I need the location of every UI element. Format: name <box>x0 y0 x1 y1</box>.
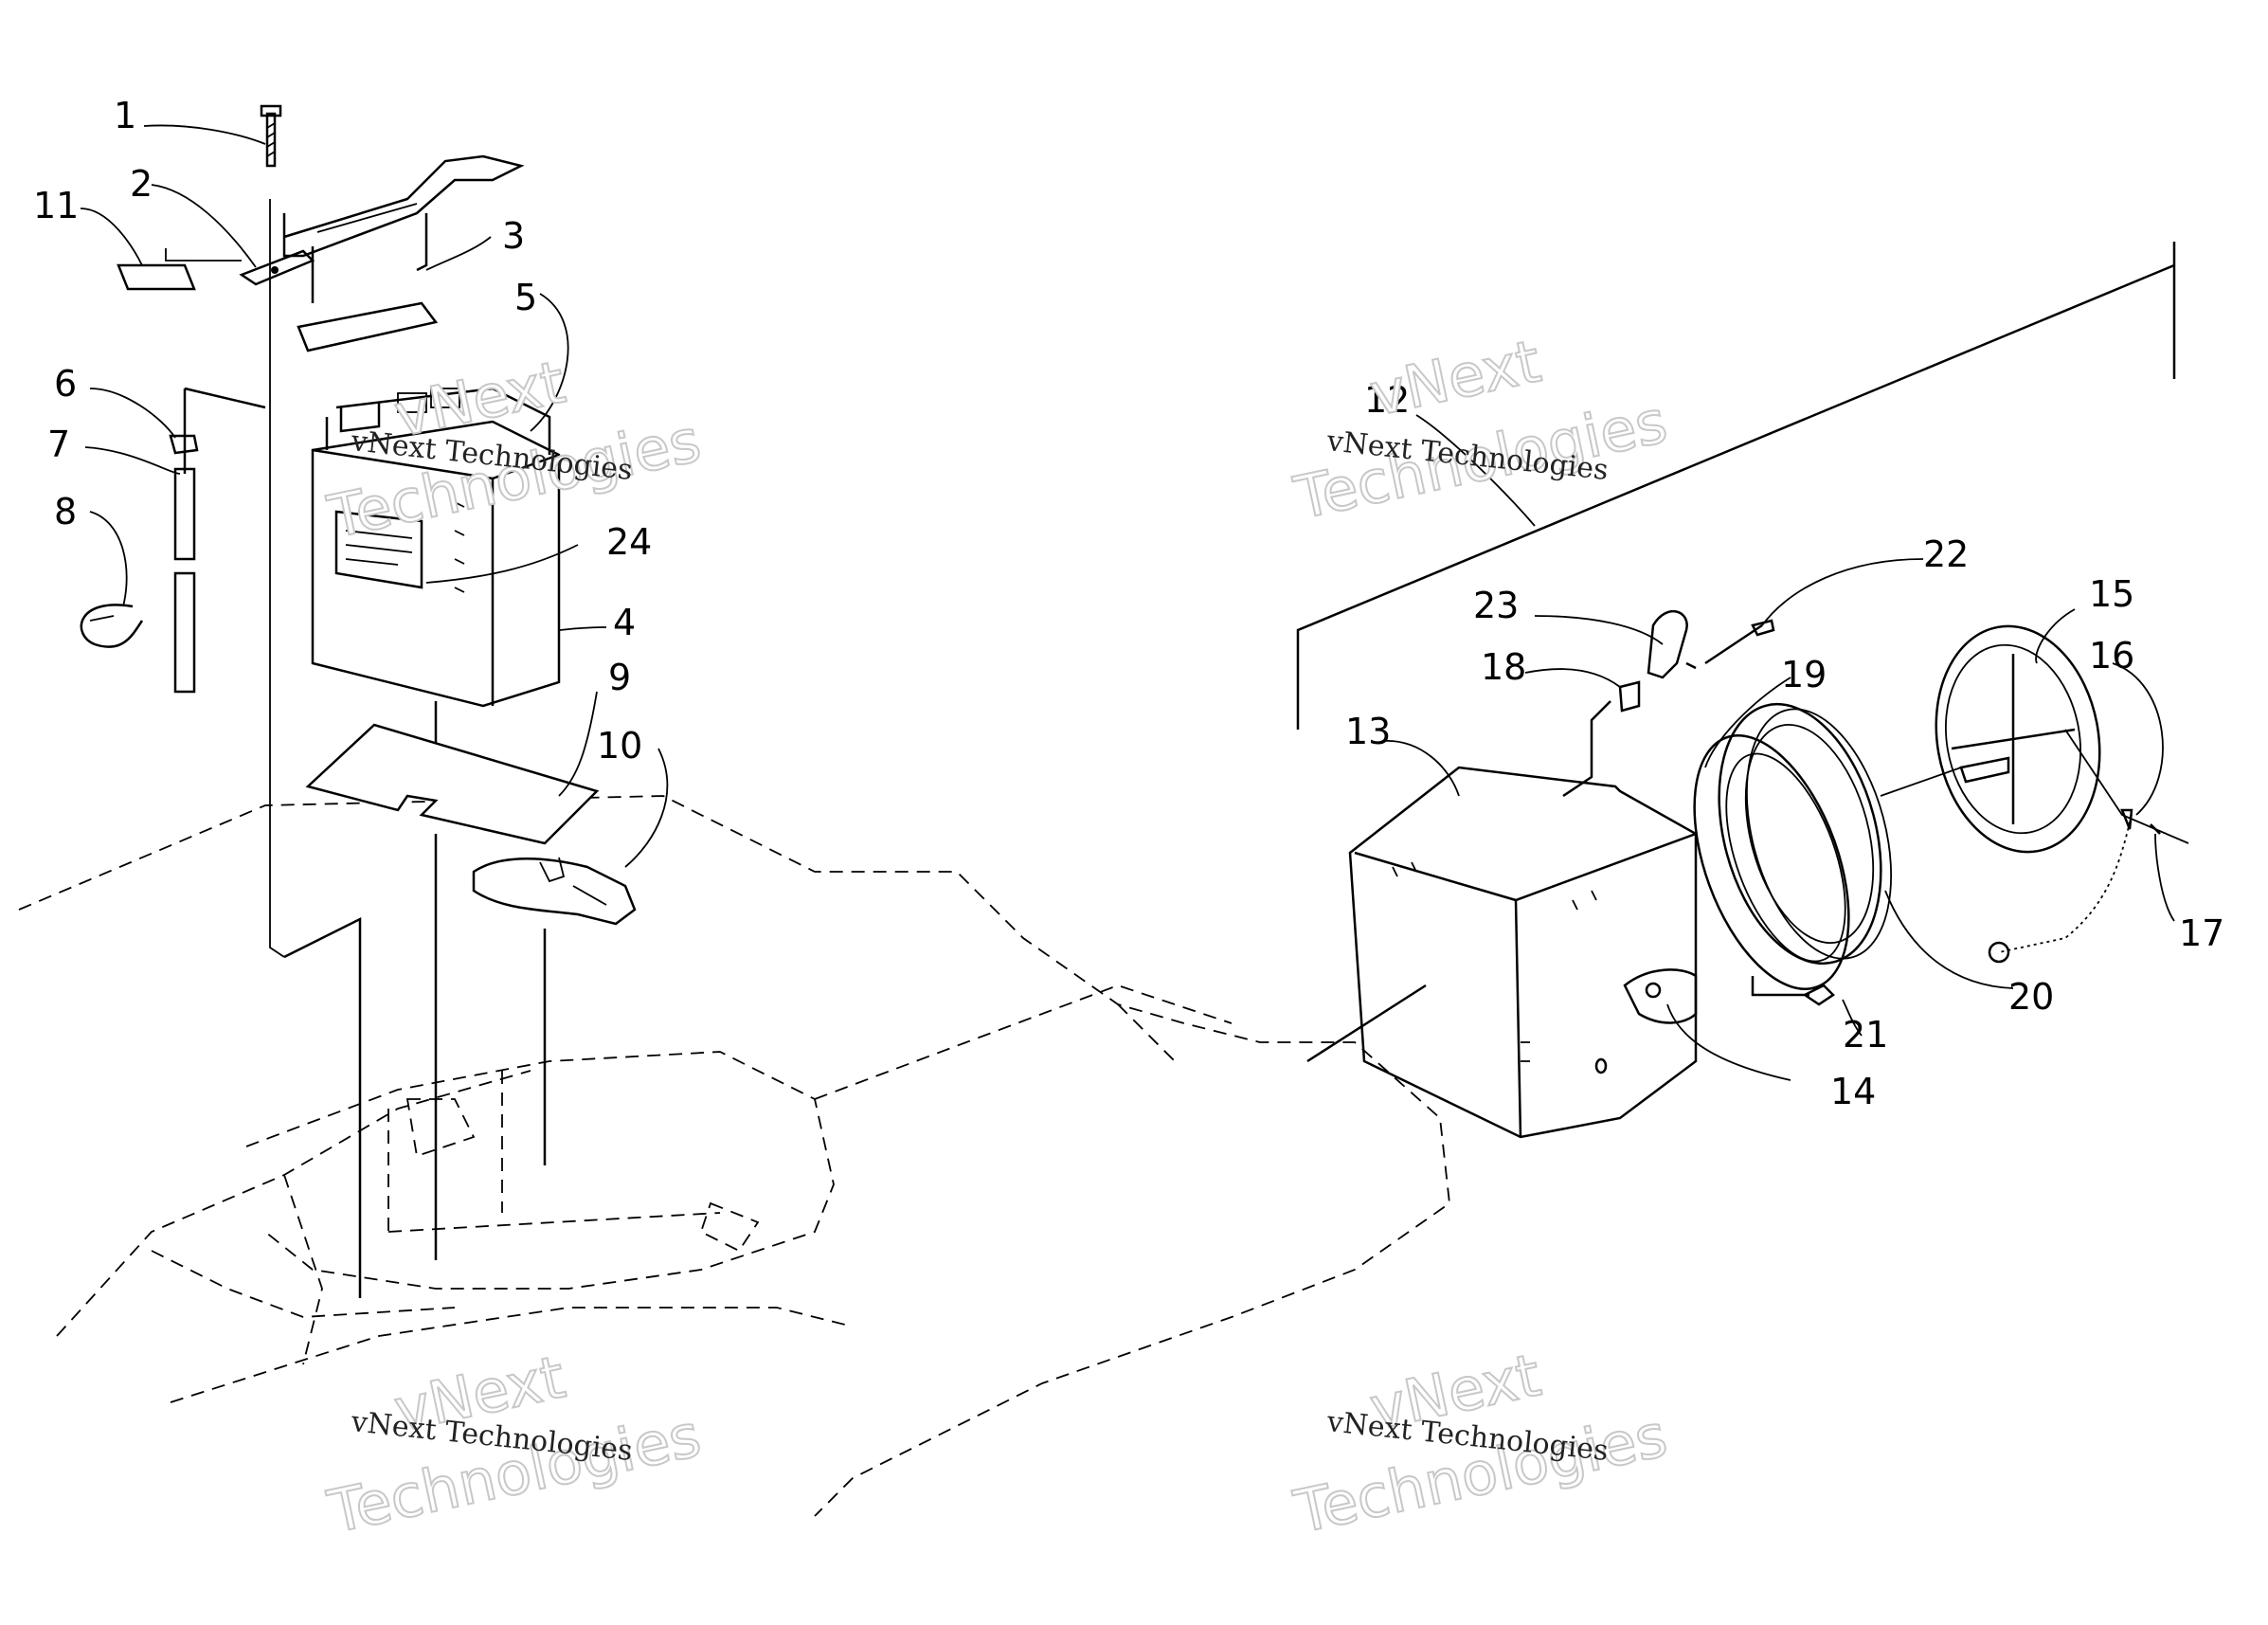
callout-4: 4 <box>613 602 636 643</box>
callout-12: 12 <box>1364 379 1410 421</box>
callout-3: 3 <box>502 215 525 257</box>
callout-numbers: 1 2 3 4 5 6 7 8 9 10 11 12 13 14 15 16 1… <box>33 95 2224 1112</box>
callout-22: 22 <box>1923 533 1969 575</box>
callout-1: 1 <box>114 95 136 136</box>
callout-14: 14 <box>1830 1071 1876 1112</box>
callout-15: 15 <box>2089 573 2134 615</box>
callout-21: 21 <box>1843 1014 1888 1056</box>
callout-16: 16 <box>2089 635 2134 677</box>
callout-2: 2 <box>130 163 153 205</box>
callout-7: 7 <box>47 424 70 465</box>
callout-17: 17 <box>2179 912 2224 954</box>
callout-13: 13 <box>1345 711 1391 752</box>
callout-8: 8 <box>54 491 77 533</box>
callout-20: 20 <box>2008 976 2054 1018</box>
callout-24: 24 <box>606 521 652 563</box>
battery-assembly <box>80 104 637 1298</box>
callout-23: 23 <box>1473 585 1519 626</box>
callout-19: 19 <box>1781 654 1827 695</box>
callout-18: 18 <box>1481 646 1526 688</box>
callout-11: 11 <box>33 185 79 226</box>
callout-9: 9 <box>608 657 631 698</box>
callout-10: 10 <box>597 725 642 767</box>
vehicle-outline <box>18 795 1450 1517</box>
callout-6: 6 <box>54 363 77 405</box>
svg-text:vNext: vNext <box>1364 326 1546 429</box>
leader-lines <box>80 124 2175 1081</box>
box-assembly <box>1296 242 2189 1139</box>
callout-5: 5 <box>514 277 537 318</box>
